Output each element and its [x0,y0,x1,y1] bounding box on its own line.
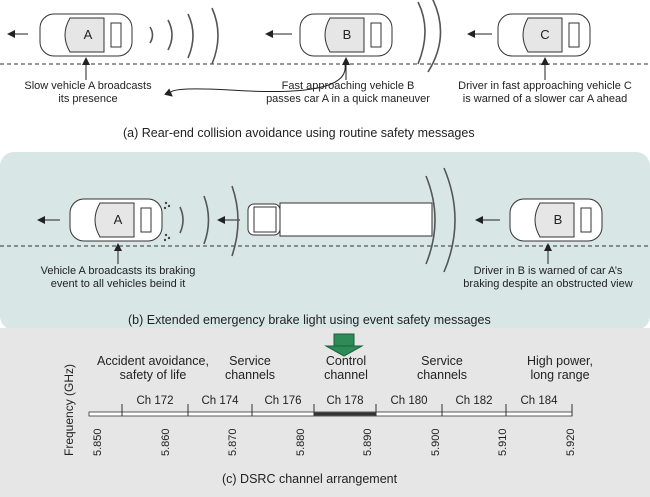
panel-b-label-b-line1: Driver in B is warned of car A’s [473,265,623,277]
panel-a-car-b-label: B [342,27,352,42]
band-high-power: High power, long range [500,354,620,382]
panel-a-car-a [39,13,133,57]
band-control-line1: Control [325,354,367,368]
panel-a-label-a-line2: its presence [58,93,118,105]
panel-a-label-c-line1: Driver in fast approaching vehicle C [458,80,632,92]
frequency-tick-label: 5.900 [429,428,442,456]
panel-b-car-b [509,198,603,242]
frequency-tick-label: 5.910 [497,428,509,456]
band-service-2-line1: Service [421,354,463,368]
panel-b-label-a-line2: event to all vehicles beind it [50,278,186,290]
frequency-axis-label: Frequency (GHz) [62,363,76,456]
channel-label: Ch 180 [390,395,428,407]
band-accident-avoidance-line1: Accident avoidance, [97,354,209,368]
frequency-tick-label: 5.850 [92,428,104,456]
panel-a-label-b-line1: Fast approaching vehicle B [281,80,415,92]
control-channel-arrow [324,333,364,357]
panel-b-label-a-line1: Vehicle A broadcasts its braking [40,265,196,277]
panel-b-label-b-line2: braking despite an obstructed view [463,278,633,290]
channel-boundaries [121,404,573,416]
panel-a-label-b: Fast approaching vehicle B passes car A … [248,80,448,106]
panel-a-label-c: Driver in fast approaching vehicle C is … [440,80,650,106]
band-service-1: Service channels [210,354,290,382]
panel-b-background [0,152,650,330]
frequency-tick-label: 5.870 [227,428,239,456]
panel-a-label-b-line2: passes car A in a quick maneuver [266,93,430,105]
panel-a-waves [149,0,442,73]
band-control: Control channel [306,354,386,382]
frequency-tick-label: 5.880 [294,428,307,456]
band-service-2: Service channels [402,354,482,382]
panel-b-waves [179,167,456,273]
band-service-2-line2: channels [416,368,468,382]
panel-a-label-a: Slow vehicle A broadcasts its presence [8,80,168,106]
panel-b-car-a-label: A [113,212,123,227]
panel-a-car-c-label: C [540,27,550,42]
panel-a-car-a-label: A [83,27,93,42]
channel-label: Ch 174 [201,395,239,407]
band-high-power-line1: High power, [526,354,593,368]
channel-label: Ch 172 [136,395,174,407]
panel-b-car-a [69,198,163,242]
frequency-tick-label: 5.920 [564,428,577,456]
frequency-tick-label: 5.890 [362,428,374,456]
band-service-1-line1: Service [229,354,271,368]
panel-b-truck [247,202,433,237]
band-service-1-line2: channels [224,368,276,382]
panel-a-maneuver-path [164,64,346,97]
panel-b-caption: (b) Extended emergency brake light using… [128,313,491,327]
panel-a-car-c [497,13,591,57]
panel-a-label-a-line1: Slow vehicle A broadcasts [24,80,152,92]
panel-a-label-c-line2: is warned of a slower car A ahead [462,93,628,105]
panel-b-brake-lights [163,201,171,242]
panel-a-car-b [299,13,393,57]
panel-b-label-b: Driver in B is warned of car A’s braking… [452,265,644,291]
frequency-tick-label: 5.860 [159,428,172,456]
channel-label: Ch 176 [264,395,302,407]
channel-label: Ch 184 [520,395,558,407]
panel-c-caption: (c) DSRC channel arrangement [222,472,398,486]
band-accident-avoidance-line2: safety of life [119,368,187,382]
panel-a-caption: (a) Rear-end collision avoidance using r… [123,126,475,140]
channel-label: Ch 182 [455,395,493,407]
band-high-power-line2: long range [530,368,590,382]
channel-label: Ch 178 [326,395,364,407]
panel-b-car-b-label: B [553,212,563,227]
band-accident-avoidance: Accident avoidance, safety of life [78,354,228,382]
panel-b-label-a: Vehicle A broadcasts its braking event t… [28,265,208,291]
band-control-line2: channel [324,368,368,382]
